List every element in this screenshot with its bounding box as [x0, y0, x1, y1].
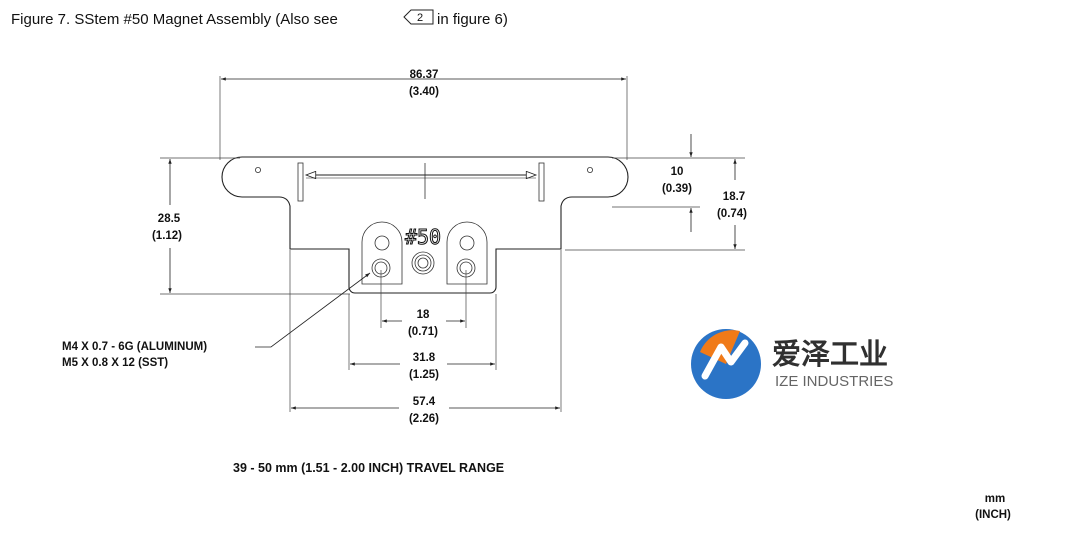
dim-pad-width-inch: (1.25): [409, 369, 439, 381]
dim-top-height-mm: 18.7: [723, 191, 745, 203]
dim-hole-spacing-mm: 18: [417, 309, 430, 321]
brand-logo-icon: [691, 329, 761, 399]
dim-top-height: 18.7 (0.74): [717, 159, 747, 249]
dim-pad-width: 31.8 (1.25): [350, 352, 495, 381]
slot-hole-left: [374, 235, 390, 251]
figure-caption: Figure 7. SStem #50 Magnet Assembly (Als…: [11, 9, 508, 28]
dim-overall-length-inch: (3.40): [409, 86, 439, 98]
caption-prefix: Figure 7. SStem #50 Magnet Assembly (Als…: [11, 11, 338, 28]
callout-flag-icon: 2: [403, 9, 434, 25]
dim-body-width: 57.4 (2.26): [291, 396, 560, 425]
dim-overall-length: 86.37 (3.40): [221, 69, 626, 98]
dim-top-height-inch: (0.74): [717, 208, 747, 220]
flange-outline: [221, 156, 629, 294]
dim-overall-length-mm: 86.37: [410, 69, 439, 81]
callout-number: 2: [417, 12, 423, 24]
dim-tab-height-mm: 10: [671, 166, 684, 178]
slot-hole-right: [459, 235, 475, 251]
dim-body-width-inch: (2.26): [409, 413, 439, 425]
brand-name-en: IZE INDUSTRIES: [775, 373, 893, 390]
dim-total-height-inch: (1.12): [152, 230, 182, 242]
flange-hole-right: [587, 166, 594, 173]
units-legend: mm (INCH): [975, 493, 1011, 521]
flange-hole-left: [254, 166, 261, 173]
magnet-bar-right: [538, 162, 545, 202]
dim-hole-spacing-inch: (0.71): [408, 326, 438, 338]
dim-hole-spacing: 18 (0.71): [382, 309, 465, 338]
thread-note-line2: M5 X 0.8 X 12 (SST): [62, 357, 168, 369]
slot-pad-left: [361, 221, 403, 285]
watermark: 爱泽工业 IZE INDUSTRIES: [691, 329, 893, 399]
dim-total-height-mm: 28.5: [158, 213, 181, 225]
slot-pad-right: [446, 221, 488, 285]
magnet-bar-left: [297, 162, 304, 202]
extension-lines: [160, 76, 745, 412]
thread-note: M4 X 0.7 - 6G (ALUMINUM) M5 X 0.8 X 12 (…: [62, 272, 371, 369]
dim-body-width-mm: 57.4: [413, 396, 436, 408]
units-primary: mm: [985, 493, 1005, 505]
magnet-assembly-part: #50: [221, 156, 629, 294]
thread-note-leader: [255, 272, 371, 348]
dim-pad-width-mm: 31.8: [413, 352, 436, 364]
dim-total-height: 28.5 (1.12): [152, 159, 182, 293]
brand-name-cn: 爱泽工业: [772, 337, 888, 371]
part-label: #50: [405, 225, 441, 249]
center-hole: [411, 251, 435, 275]
dim-tab-height-inch: (0.39): [662, 183, 692, 195]
units-secondary: (INCH): [975, 509, 1011, 521]
thread-note-line1: M4 X 0.7 - 6G (ALUMINUM): [62, 341, 207, 353]
caption-suffix: in figure 6): [437, 11, 508, 28]
dim-tab-height: 10 (0.39): [662, 134, 693, 232]
travel-range-label: 39 - 50 mm (1.51 - 2.00 INCH) TRAVEL RAN…: [233, 461, 504, 475]
